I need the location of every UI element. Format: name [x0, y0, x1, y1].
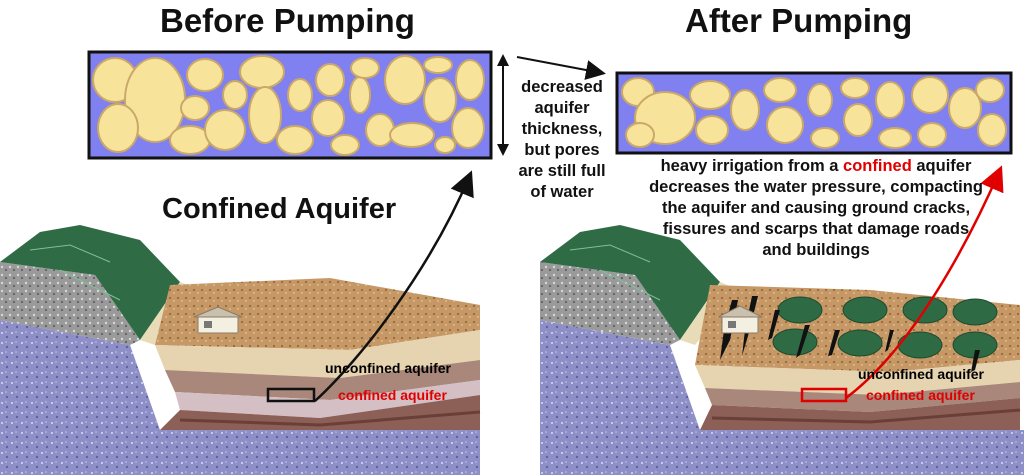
before-aquifer-box: [87, 50, 493, 160]
before-house: [193, 306, 243, 334]
thickness-note-line: but pores: [524, 141, 600, 159]
irrigation-note-line2: decreases the water pressure, compacting: [649, 178, 983, 196]
before-unconfined-label: unconfined aquifer: [325, 360, 451, 376]
after-sample-box: [800, 387, 848, 403]
after-aquifer-box: [615, 71, 1013, 155]
thickness-note-line: thickness,: [521, 120, 603, 138]
before-confined-label: confined aquifer: [338, 387, 447, 403]
after-unconfined-label: unconfined aquifer: [858, 366, 984, 382]
note-highlight: confined: [843, 157, 912, 175]
before-curve-arrow: [314, 170, 474, 402]
note-text: aquifer: [911, 157, 972, 175]
thickness-note: decreased aquifer thickness, but pores a…: [509, 77, 615, 203]
irrigation-note-line1: heavy irrigation from a confined aquifer: [612, 156, 1020, 177]
irrigation-note-line3: the aquifer and causing ground cracks,: [661, 199, 971, 217]
before-to-after-arrow: [516, 56, 606, 80]
thickness-note-line: of water: [530, 183, 594, 201]
thickness-arrow: [497, 54, 509, 156]
after-house: [717, 305, 763, 334]
before-sample-box: [266, 387, 316, 403]
note-text: heavy irrigation from a: [660, 157, 844, 175]
irrigation-note-line5: and buildings: [762, 241, 870, 259]
before-title: Before Pumping: [160, 2, 415, 39]
after-confined-label: confined aquifer: [866, 387, 975, 403]
after-title: After Pumping: [685, 2, 913, 39]
thickness-note-line: decreased: [521, 78, 603, 96]
after-curve-arrow: [845, 165, 1004, 399]
after-landscape: [540, 225, 1024, 475]
before-landscape: [0, 225, 481, 475]
thickness-note-line: are still full: [518, 162, 606, 180]
confined-aquifer-title: Confined Aquifer: [162, 193, 397, 225]
thickness-note-line: aquifer: [534, 99, 590, 117]
irrigation-note-line4: fissures and scarps that damage roads: [662, 220, 970, 238]
irrigation-note: heavy irrigation from a confined aquifer…: [612, 156, 1020, 261]
